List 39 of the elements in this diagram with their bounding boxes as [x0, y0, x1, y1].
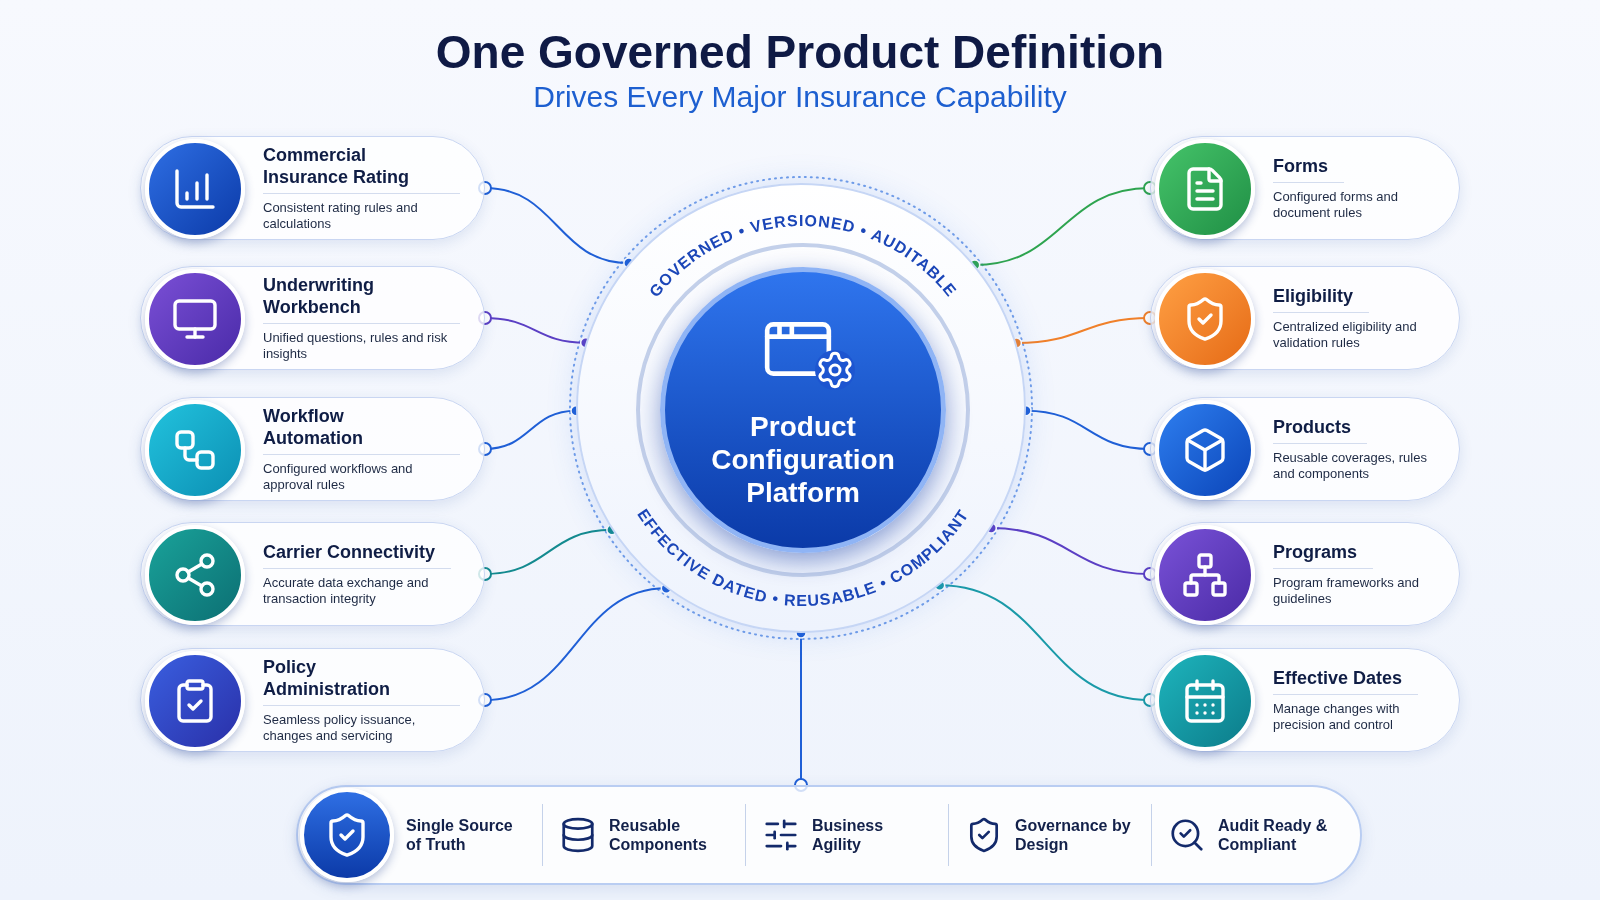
subtitle: Drives Every Major Insurance Capability: [532, 79, 1068, 115]
card-description: Configured workflows and approval rules: [263, 461, 414, 493]
capability-card: [140, 648, 485, 752]
feature-label: Governance by Design: [1015, 816, 1132, 854]
title: One Governed Product Definition: [434, 25, 1166, 80]
card-title: Eligibility: [1273, 285, 1369, 313]
card-description: Unified questions, rules and risk insights: [263, 330, 449, 362]
card-description: Manage changes with precision and control: [1273, 701, 1401, 733]
card-description: Consistent rating rules and calculations: [263, 200, 419, 232]
hub-title: Product Configuration Platform: [710, 410, 896, 508]
card-title: Carrier Connectivity: [263, 541, 452, 569]
capability-card: [140, 266, 485, 370]
card-description: Reusable coverages, rules and components: [1273, 450, 1428, 482]
capability-card: [1150, 397, 1460, 501]
feature-bar: [296, 785, 1362, 885]
capability-card: [1150, 648, 1460, 752]
capability-card: [140, 397, 485, 501]
capability-card: [1150, 136, 1460, 240]
card-title: Underwriting Workbench: [263, 274, 460, 324]
card-title: Programs: [1273, 541, 1374, 569]
card-description: Accurate data exchange and transaction integrity: [263, 575, 430, 607]
capability-card: [140, 522, 485, 626]
feature-label: Single Source of Truth: [406, 816, 514, 854]
feature-label: Reusable Components: [609, 816, 708, 854]
capability-card: [1150, 266, 1460, 370]
card-title: Products: [1273, 416, 1367, 444]
card-title: Workflow Automation: [263, 405, 460, 455]
card-description: Program frameworks and guidelines: [1273, 575, 1420, 607]
capability-card: [140, 136, 485, 240]
card-title: Effective Dates: [1273, 667, 1419, 695]
feature-label: Business Agility: [812, 816, 885, 854]
card-title: Policy Administration: [263, 656, 460, 706]
card-title: Commercial Insurance Rating: [263, 144, 460, 194]
card-description: Centralized eligibility and validation rules: [1273, 319, 1418, 351]
feature-label: Audit Ready & Compliant: [1218, 816, 1329, 854]
card-title: Forms: [1273, 155, 1344, 183]
card-description: Configured forms and document rules: [1273, 189, 1399, 221]
capability-card: [1150, 522, 1460, 626]
card-description: Seamless policy issuance, changes and servicing: [263, 712, 417, 744]
